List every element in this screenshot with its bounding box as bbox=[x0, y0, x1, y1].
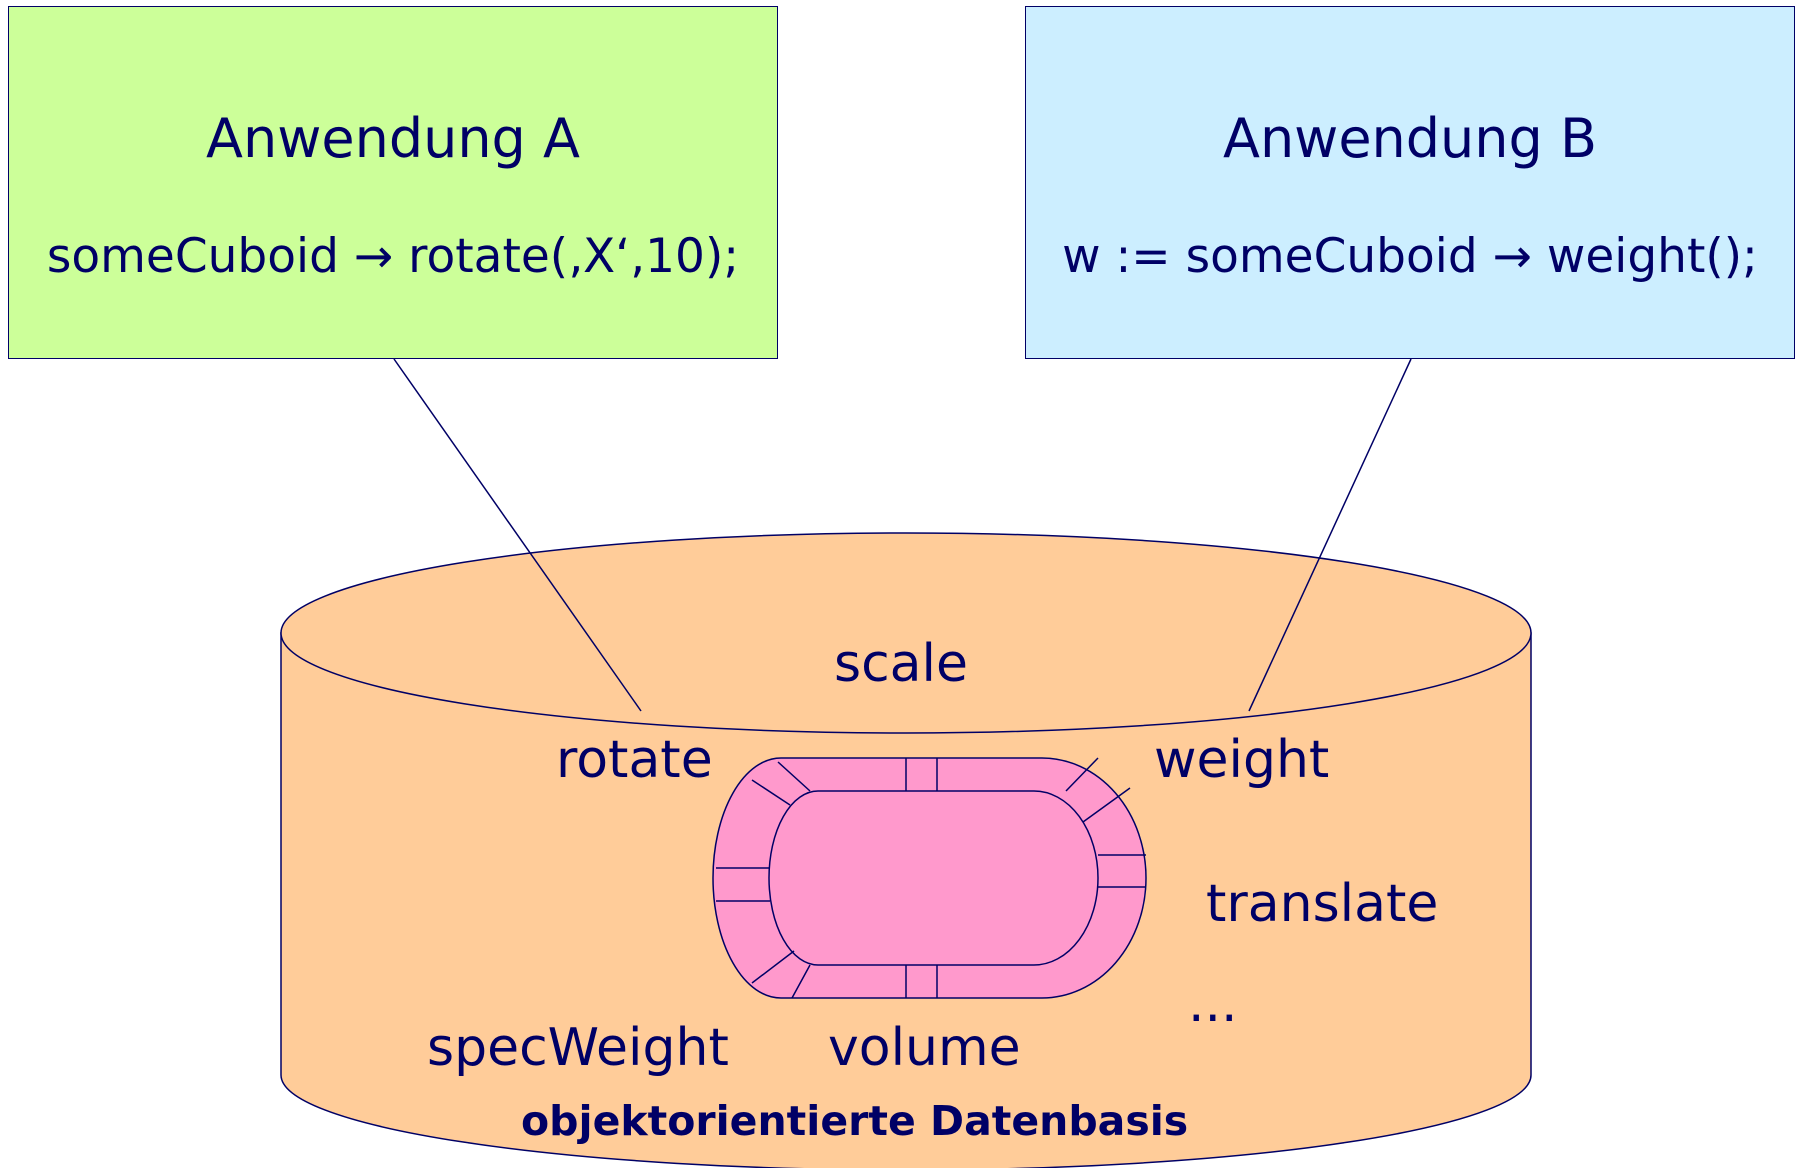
operation-ellipsis: ... bbox=[1188, 974, 1238, 1034]
operation-rotate: rotate bbox=[556, 730, 713, 790]
application-a-box: Anwendung A someCuboid → rotate(‚X‘,10); bbox=[8, 6, 778, 359]
encapsulated-object bbox=[712, 757, 1147, 999]
database-caption: objektorientierte Datenbasis bbox=[521, 1097, 1189, 1145]
operation-translate: translate bbox=[1206, 874, 1439, 934]
application-b-title: Anwendung B bbox=[1223, 107, 1597, 170]
operation-specweight: specWeight bbox=[427, 1018, 729, 1078]
operation-scale: scale bbox=[834, 634, 968, 694]
application-a-title: Anwendung A bbox=[206, 107, 580, 170]
connector-b-weight bbox=[1248, 358, 1412, 712]
application-b-box: Anwendung B w := someCuboid → weight(); bbox=[1025, 6, 1795, 359]
operation-weight: weight bbox=[1154, 730, 1330, 790]
connector-a-rotate bbox=[393, 358, 642, 712]
operation-volume: volume bbox=[828, 1018, 1021, 1078]
database-cylinder-top bbox=[280, 532, 1532, 734]
application-a-code: someCuboid → rotate(‚X‘,10); bbox=[46, 229, 740, 284]
application-b-code: w := someCuboid → weight(); bbox=[1062, 229, 1758, 284]
